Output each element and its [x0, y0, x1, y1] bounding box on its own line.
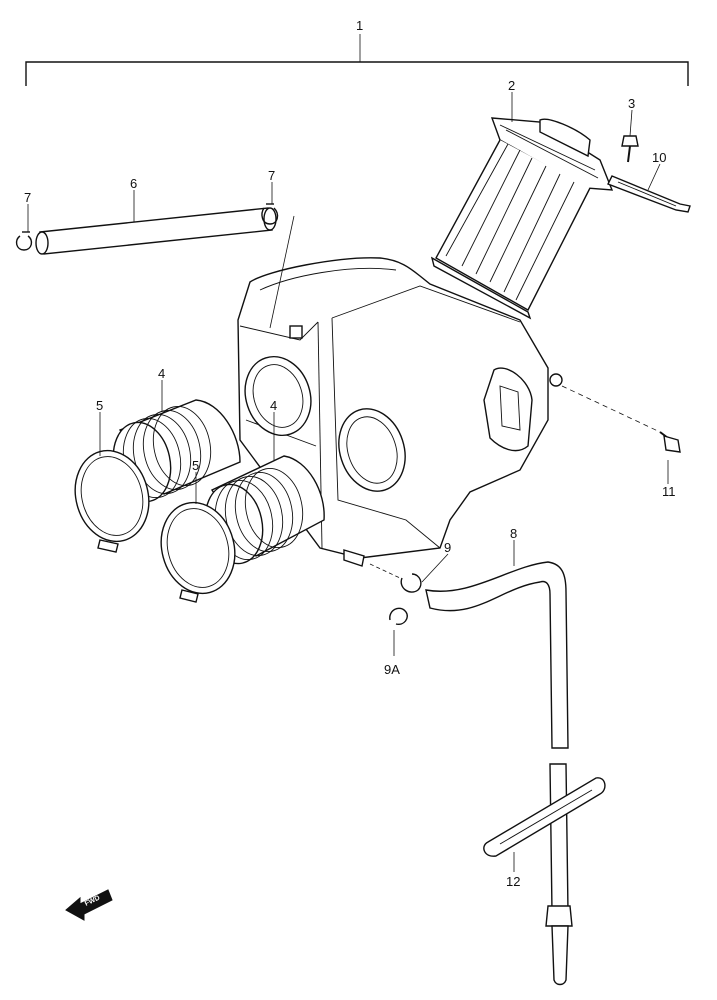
callout-4-left: 4 [158, 366, 165, 381]
fwd-arrow-icon: FWD [65, 889, 113, 921]
callout-9: 9 [444, 540, 451, 555]
part-6-breather-pipe [35, 207, 277, 255]
callout-8: 8 [510, 526, 517, 541]
part-10-filter-holder [607, 175, 691, 213]
callout-11: 11 [662, 484, 676, 499]
part-9a-clip [389, 607, 408, 626]
callout-5-left: 5 [96, 398, 103, 413]
part-2-filter-element [430, 117, 614, 320]
part-9-hose-clamp [369, 563, 422, 593]
part-8-drain-hose [425, 561, 573, 986]
part-3-screw [621, 135, 639, 163]
callout-12: 12 [506, 874, 520, 889]
callout-7-right: 7 [268, 168, 275, 183]
leader-lines [27, 92, 669, 872]
part-11-bolt [561, 385, 681, 453]
assembly-bracket [25, 34, 689, 86]
callout-6: 6 [130, 176, 137, 191]
callout-5-right: 5 [192, 458, 199, 473]
part-5-hose-clamp-right [160, 501, 236, 603]
part-7-clamp-left [15, 231, 33, 251]
callout-3: 3 [628, 96, 635, 111]
callout-10: 10 [652, 150, 666, 165]
callout-2: 2 [508, 78, 515, 93]
part-7-clamp-right [261, 203, 279, 225]
callout-7-left: 7 [24, 190, 31, 205]
callout-4-right: 4 [270, 398, 277, 413]
callout-9a: 9A [384, 662, 400, 677]
part-12-hose-guide [483, 777, 606, 857]
part-5-hose-clamp-left [74, 449, 150, 553]
callout-1: 1 [356, 18, 363, 33]
